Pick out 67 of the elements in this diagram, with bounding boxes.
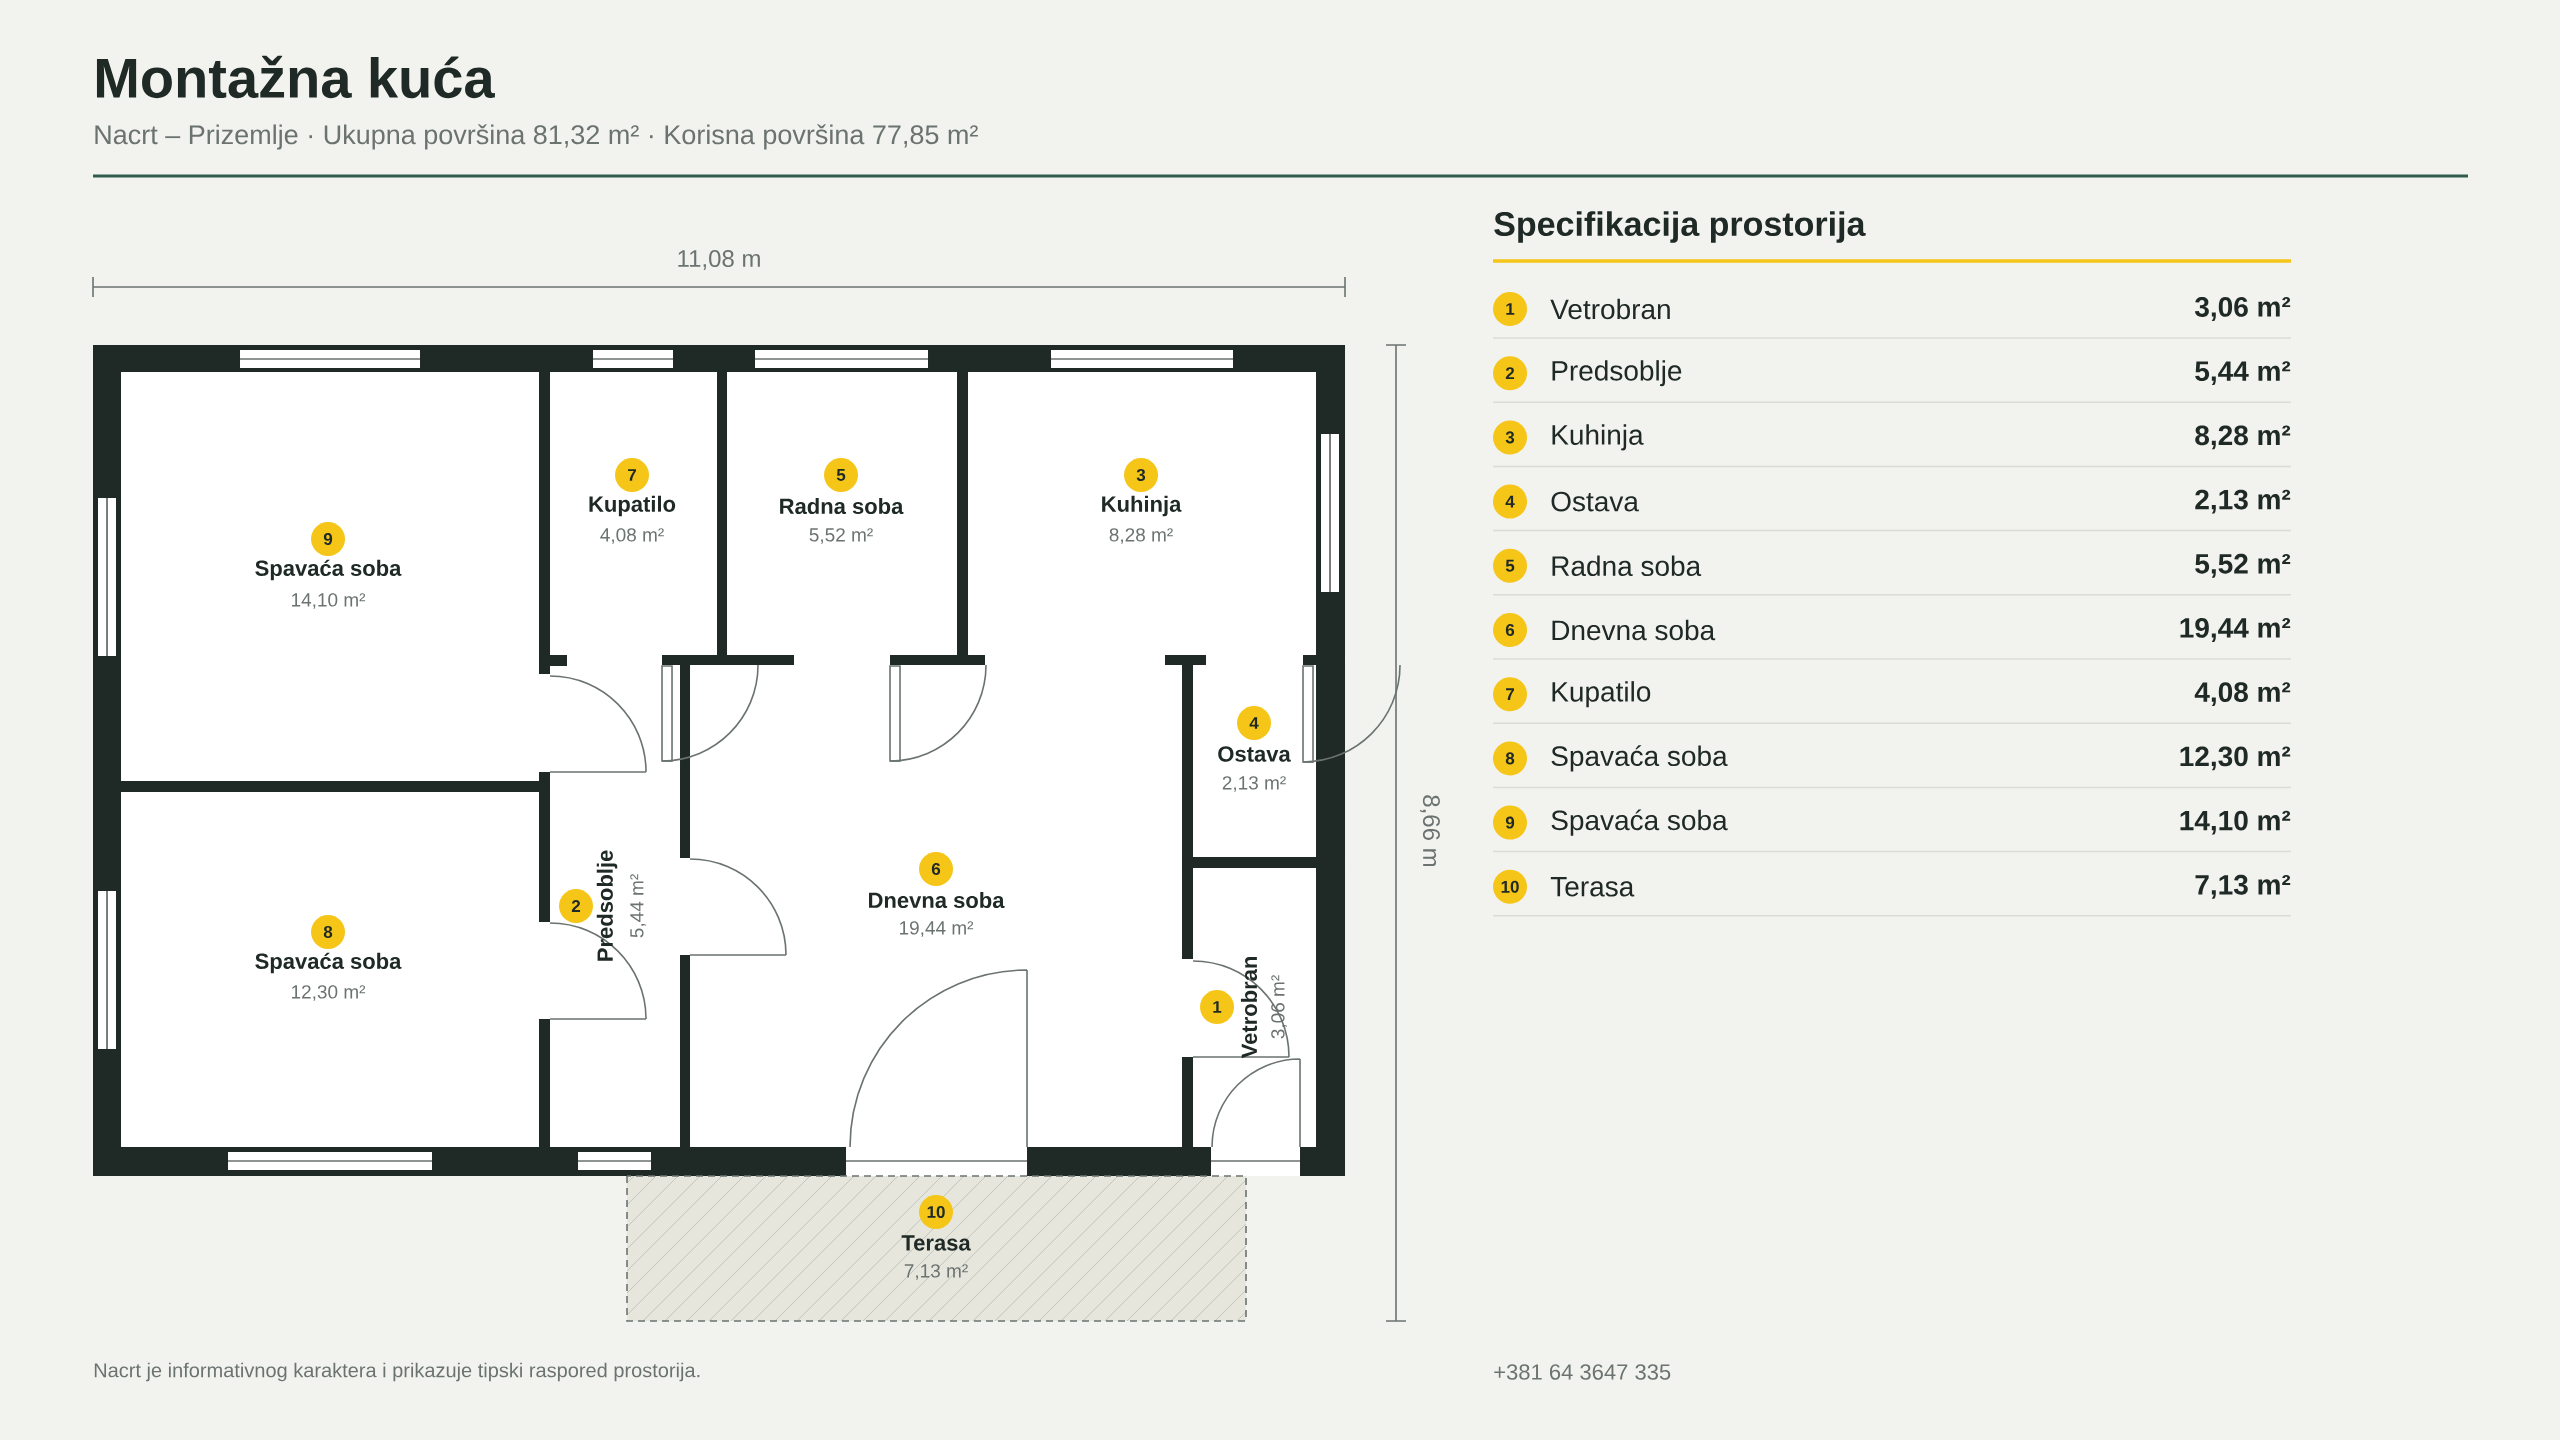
title: Montažna kuća [96,55,495,99]
note: Nacrt je informativnog karaktera i prikazuje tipski raspored prostorija. [94,1362,700,1382]
number-badge: 10 [1493,869,1527,904]
room-name: Dnevna soba [1552,619,1716,641]
room-name: Radna soba [1552,555,1702,577]
number-badge: 6 [919,852,953,886]
number-badge: 8 [311,915,345,949]
room-area: 19,44 m² [2180,618,2291,642]
room-area: 8,28 m² [1109,528,1173,544]
room-area: 5,44 m² [630,874,646,938]
room-area: 5,44 m² [2195,361,2291,386]
number-badge: 1 [1200,990,1234,1024]
room-name: Kuhinja [1102,495,1182,517]
number-badge: 6 [1493,613,1527,647]
number-badge: 7 [1493,677,1527,712]
number-badge: 5 [1493,548,1527,583]
number-badge: 4 [1493,484,1527,519]
dimension-label: 8,66 m [1420,795,1440,867]
room-area: 3,06 m² [2194,297,2291,321]
room-name: Spavaća soba [255,952,402,974]
room-name: Vetrobran [1550,298,1670,320]
subtitle: Nacrt – Prizemlje · Ukupna površina 81,32 m² · Korisna površina 77,85 m² [95,124,978,150]
room-name: Spavaća soba [1551,745,1728,772]
room-area: 4,08 m² [2194,682,2291,707]
room-name: Spavaća soba [255,559,402,581]
phone-number: +381 64 3647 335 [1494,1364,1671,1380]
room-name: Vetrobran [1240,957,1258,1059]
room-area: 2,13 m² [2195,489,2291,514]
room-name: Terasa [901,1235,971,1251]
table-heading: Specifikacija prostorija [1494,211,1866,243]
room-area: 2,13 m² [1222,776,1286,792]
room-name: Predsoblje [596,850,618,961]
room-area: 12,30 m² [2180,746,2291,771]
room-area: 8,28 m² [2195,425,2291,450]
room-area: 19,44 m² [899,921,974,937]
number-badge: 4 [1237,706,1271,740]
number-badge: 7 [615,458,649,492]
room-name: Kupatilo [589,495,676,517]
room-name: Dnevna soba [869,891,1005,909]
dimension-label: 11,08 m [678,250,760,270]
room-area: 3,06 m² [1271,975,1287,1039]
number-badge: 9 [1493,805,1527,840]
number-badge: 10 [919,1195,953,1229]
room-area: 7,13 m² [2195,874,2291,899]
number-badge: 1 [1493,292,1527,326]
room-name: Predsoblje [1552,360,1682,387]
room-name: Ostava [1551,491,1639,512]
room-name: Kuhinja [1552,424,1644,451]
number-badge: 3 [1493,420,1527,455]
room-name: Ostava [1218,746,1291,762]
room-area: 7,13 m² [904,1264,968,1280]
room-name: Spavaća soba [1551,809,1728,836]
room-area: 5,52 m² [809,528,873,544]
room-area: 14,10 m² [291,593,366,609]
number-badge: 3 [1124,458,1158,492]
room-area: 5,52 m² [2195,553,2291,578]
number-badge: 2 [1493,356,1527,391]
number-badge: 5 [824,458,858,492]
room-name: Radna soba [780,497,904,515]
number-badge: 9 [311,522,345,556]
room-name: Kupatilo [1552,681,1651,708]
number-badge: 2 [559,889,593,923]
room-area: 4,08 m² [600,528,664,544]
room-area: 12,30 m² [291,985,366,1001]
number-badge: 8 [1493,741,1527,776]
room-name: Terasa [1550,877,1635,897]
room-area: 14,10 m² [2180,810,2291,835]
